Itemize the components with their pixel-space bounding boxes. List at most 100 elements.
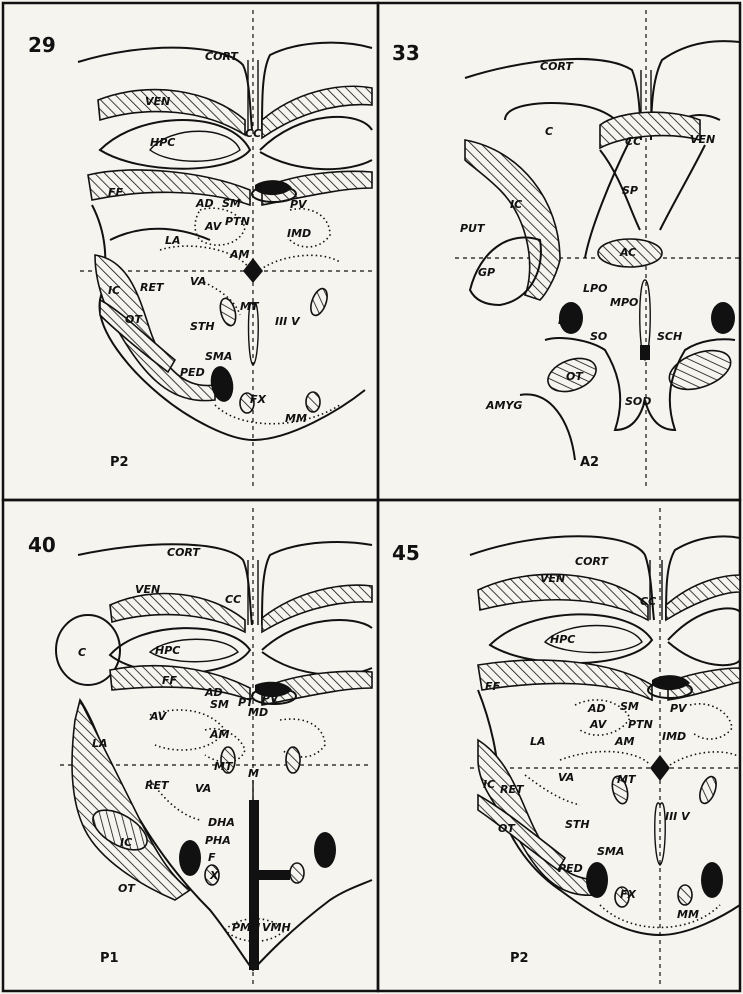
region-label: CORT — [167, 546, 201, 559]
region-label: RET — [140, 281, 165, 294]
region-label: AM — [614, 735, 635, 748]
region-label: MM — [285, 412, 307, 425]
region-label: MM — [677, 908, 699, 921]
region-label: SM — [620, 700, 639, 713]
region-label: STH — [190, 320, 215, 333]
stereotaxic-level-label: P2 — [110, 455, 129, 470]
region-label: GP — [478, 266, 495, 279]
region-label: PED — [180, 366, 205, 379]
region-label: PTN — [225, 215, 250, 228]
panel-45 — [470, 508, 740, 985]
region-label: C — [545, 125, 553, 138]
panel-number: 33 — [392, 41, 420, 65]
region-label: CC — [245, 127, 261, 140]
region-label: CC — [640, 595, 656, 608]
region-label: VEN — [690, 133, 715, 146]
region-label: AM — [209, 728, 230, 741]
panel-number: 40 — [28, 533, 56, 557]
region-label: C — [78, 646, 86, 659]
region-label: VMH — [262, 921, 291, 934]
region-label: IC — [120, 836, 132, 849]
region-label: LH — [558, 314, 574, 327]
region-label: SMA — [205, 350, 232, 363]
region-label: OT — [498, 822, 516, 835]
region-label: IC — [108, 284, 120, 297]
region-label: OT — [566, 370, 584, 383]
region-label: RET — [145, 779, 170, 792]
region-label: SO — [590, 330, 607, 343]
region-label: PMN — [232, 921, 260, 934]
region-label: RET — [500, 783, 525, 796]
region-label: III V — [665, 810, 691, 823]
region-label: AV — [204, 220, 223, 233]
region-label: LA — [530, 735, 546, 748]
region-label: MPO — [610, 296, 638, 309]
region-label: AD — [587, 702, 606, 715]
region-label: PV — [262, 692, 280, 705]
region-label: MT — [214, 760, 234, 773]
panel-number: 29 — [28, 33, 56, 57]
region-label: LA — [92, 737, 108, 750]
region-label: AC — [619, 246, 636, 259]
region-label: VA — [190, 275, 206, 288]
region-label: CORT — [205, 50, 239, 63]
region-label: OT — [125, 313, 143, 326]
region-label: IC — [483, 778, 495, 791]
region-label: CORT — [575, 555, 609, 568]
panel-29 — [78, 10, 372, 490]
region-label: AMYG — [485, 399, 522, 412]
region-label: STH — [565, 818, 590, 831]
region-label: SMA — [597, 845, 624, 858]
region-label: FX — [620, 888, 637, 901]
region-label: SM — [210, 698, 229, 711]
region-label: VA — [195, 782, 211, 795]
region-label: III V — [275, 315, 301, 328]
panel-33 — [455, 10, 740, 490]
region-label: M — [248, 767, 259, 780]
region-label: CORT — [540, 60, 574, 73]
region-label: CC — [625, 135, 641, 148]
region-label: FX — [250, 393, 267, 406]
region-label: PHA — [205, 834, 231, 847]
region-label: X — [209, 869, 219, 882]
region-label: MD — [248, 706, 268, 719]
region-label: PED — [558, 862, 583, 875]
region-label: VEN — [540, 572, 565, 585]
region-label: PUT — [460, 222, 486, 235]
region-label: PTN — [628, 718, 653, 731]
region-label: LA — [165, 234, 181, 247]
region-label: OT — [118, 882, 136, 895]
region-label: AD — [195, 197, 214, 210]
region-label: PV — [670, 702, 688, 715]
panel-number: 45 — [392, 541, 420, 565]
region-label: CC — [225, 593, 241, 606]
region-label: IMD — [287, 227, 311, 240]
region-label: SCH — [657, 330, 682, 343]
region-label: PV — [290, 198, 308, 211]
region-label: VEN — [145, 95, 170, 108]
region-label: VA — [558, 771, 574, 784]
region-label: HPC — [550, 633, 575, 646]
region-label: IC — [510, 198, 522, 211]
stereotaxic-level-label: A2 — [580, 455, 599, 470]
region-label: LPO — [583, 282, 607, 295]
stereotaxic-level-label: P2 — [510, 951, 529, 966]
region-label: HPC — [150, 136, 175, 149]
region-label: IMD — [662, 730, 686, 743]
region-label: AV — [149, 710, 168, 723]
panel-frame-29 — [3, 3, 378, 500]
region-label: FF — [485, 680, 501, 693]
region-label: MT — [617, 773, 637, 786]
panel-frame-40 — [3, 500, 378, 991]
region-label: SM — [222, 197, 241, 210]
region-label: F — [208, 851, 216, 864]
region-label: FF — [108, 186, 124, 199]
region-label: MT — [240, 300, 260, 313]
region-label: DHA — [208, 816, 235, 829]
region-label: SP — [622, 184, 638, 197]
region-label: VEN — [135, 583, 160, 596]
region-label: HPC — [155, 644, 180, 657]
region-label: FF — [162, 674, 178, 687]
